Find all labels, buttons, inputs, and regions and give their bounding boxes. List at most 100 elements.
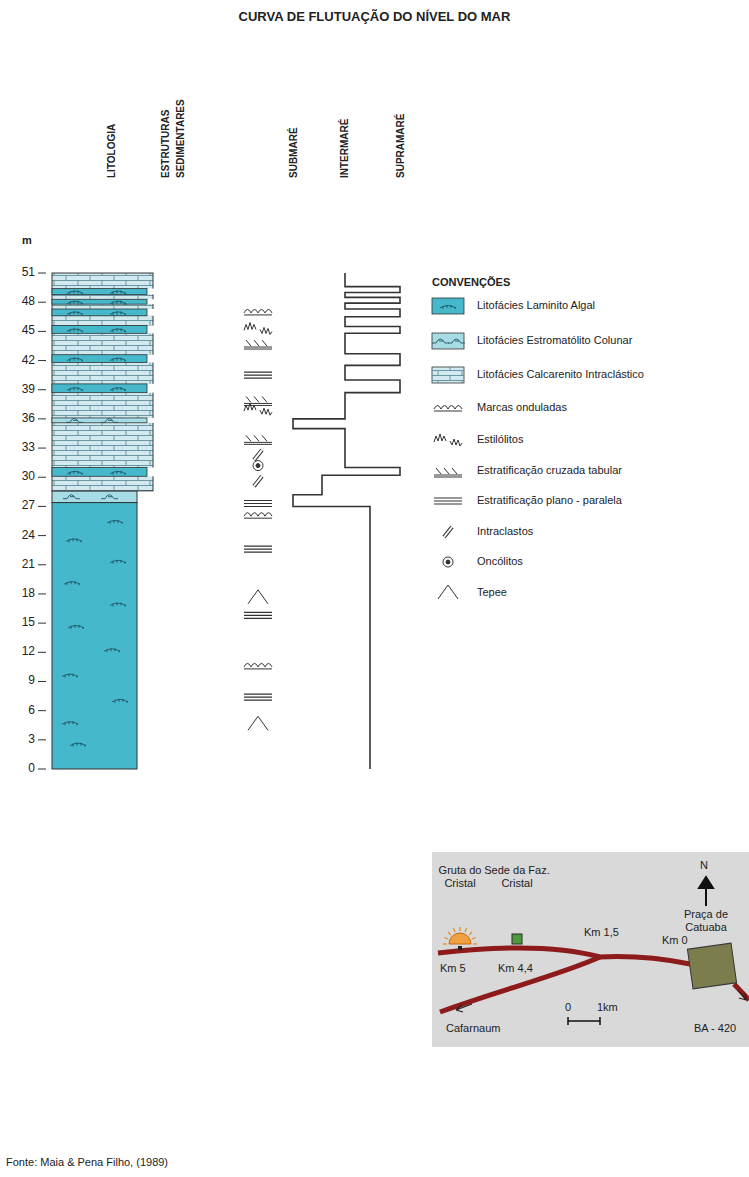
algal-mark [110,328,126,332]
unit-label: m [22,234,42,247]
depth-value: 33 [0,441,35,454]
tick [38,506,46,507]
legend-symbol [434,406,462,412]
algal-mark [64,581,80,585]
algal-mark [110,311,126,315]
map-label: Km 0 [662,934,697,947]
map-label: N [700,859,714,872]
drawing-part [254,450,262,460]
map-label: Praça de Catuaba [671,908,741,934]
drawing-part [248,590,268,604]
band-notch [147,355,155,363]
cross-symbol [244,396,272,405]
tick [38,739,46,740]
drawing-part [459,927,460,931]
tick [38,710,46,711]
algal-mark [67,471,83,475]
depth-value: 27 [0,499,35,512]
plane-symbol [244,546,272,552]
legend-symbol [434,434,462,446]
depth-value: 3 [0,733,35,746]
tick [38,535,46,536]
road [734,984,749,1000]
oncoid-symbol [253,461,263,471]
legend-text: Estratificação plano - paralela [477,494,742,507]
road [438,948,690,964]
depth-value: 15 [0,616,35,629]
plane-symbol [244,501,272,507]
intraclast-symbol [254,476,262,486]
algal-mark [67,311,83,315]
map-label: Km 4,4 [498,962,543,975]
plane-symbol [244,694,272,700]
legend-swatch [432,333,464,349]
praca-square [687,943,736,989]
depth-value: 48 [0,295,35,308]
legend-symbol [434,468,462,477]
map-label: Km 1,5 [584,926,629,939]
drawing-part [444,527,452,537]
legend-text: Estilólitos [477,433,742,446]
tick [38,769,46,770]
legend-text: Litofácies Estromatólito Colunar [477,334,742,347]
drawing-part [434,406,462,412]
laminite-unit [52,503,137,769]
drawing-part [244,396,272,405]
depth-value: 30 [0,470,35,483]
stylolite-symbol [244,322,272,334]
direction-arrow [738,990,746,1000]
algal-mark [62,674,78,678]
algal-mark [68,625,84,629]
map-label: Km 5 [440,962,480,975]
depth-axis [38,273,46,769]
drawing-part [469,932,472,935]
plane-symbol [244,372,272,378]
laminite-band [52,309,147,316]
band-notch [147,468,155,477]
depth-value: 12 [0,645,35,658]
depth-value: 42 [0,354,35,367]
map-label: BA - 420 [694,1022,744,1035]
drawing-part [256,464,260,468]
algal-mark [110,603,126,607]
intraclast-symbol [254,450,262,460]
legend-bricks [432,367,464,383]
laminite-band [52,355,147,363]
tick [38,681,46,682]
tick [38,477,46,478]
algal-mark [70,743,86,747]
drawing-part [449,933,471,944]
tick [38,418,46,419]
legend-text: Tepee [477,586,742,599]
legend-text: Marcas onduladas [477,401,742,414]
drawing-part [443,943,447,944]
drawing-part [244,513,272,519]
tick [38,652,46,653]
ripple-symbol [244,309,272,315]
drawing-part [473,943,477,944]
depth-value: 0 [0,762,35,775]
algal-mark [110,387,126,391]
drawing-part [244,612,272,618]
legend-text: Litofácies Laminito Algal [477,299,742,312]
algal-mark [66,538,82,542]
laminite-band [52,299,147,304]
drawing-part [434,498,462,504]
algal-mark [107,520,123,524]
laminite-band [52,289,147,295]
drawing-part [254,450,262,460]
drawing-part [472,937,476,939]
stromatolite-mark [66,418,83,422]
depth-value: 9 [0,674,35,687]
tick [38,302,46,303]
depth-value: 45 [0,324,35,337]
band-notch [147,289,155,295]
band-notch [147,326,155,334]
sea-level-curve [293,273,400,769]
legend-text: Litofácies Calcarenito Intraclástico [477,368,742,381]
drawing-part [444,937,448,939]
tick [38,331,46,332]
drawing-part [244,435,272,444]
drawing-part [244,340,272,349]
